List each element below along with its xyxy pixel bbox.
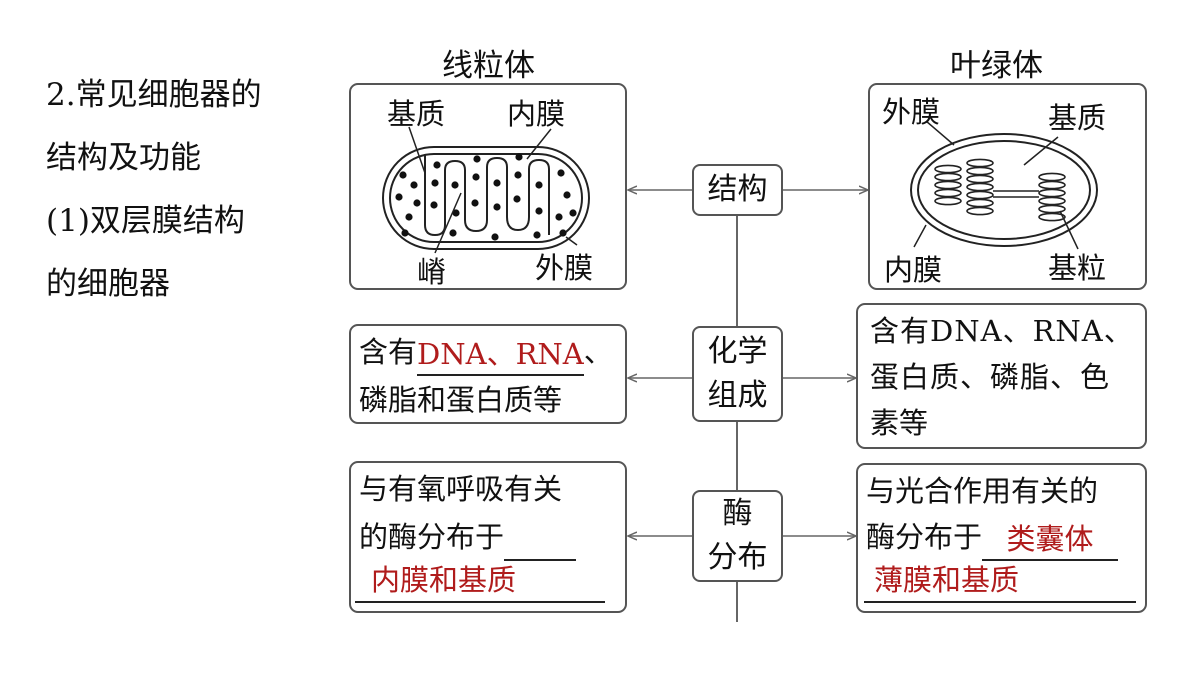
chloro-composition-line2: 蛋白质、磷脂、色: [870, 360, 1111, 394]
mitochondria-diagram: [382, 126, 590, 254]
heading-line-2: 结构及功能: [46, 140, 201, 176]
mitochondria-title: 线粒体: [442, 48, 535, 84]
chloroplast-title: 叶绿体: [950, 48, 1043, 84]
chloroplast-box: 外膜 基质 内膜 基粒: [868, 83, 1147, 290]
mito-enzyme-answer-line: 内膜和基质: [355, 559, 605, 603]
section-heading: 2.常见细胞器的 结构及功能 (1)双层膜结构 的细胞器: [46, 64, 306, 316]
mito-composition-line2: 磷脂和蛋白质等: [359, 383, 563, 417]
chloro-enzyme-answer2: 薄膜和基质: [874, 563, 1020, 597]
center-composition-line1: 化学: [707, 334, 768, 369]
heading-line-4: 的细胞器: [46, 266, 170, 302]
center-enzyme-box: 酶 分布: [692, 490, 783, 582]
center-composition-box: 化学 组成: [692, 326, 783, 422]
mito-label-matrix: 基质: [387, 97, 446, 131]
chloroplast-enzyme-box: 与光合作用有关的 酶分布于类囊体 薄膜和基质: [856, 463, 1147, 613]
mito-enzyme-line1: 与有氧呼吸有关: [359, 472, 563, 506]
mito-label-inner-membrane: 内膜: [507, 97, 566, 131]
heading-line-3: (1)双层膜结构: [46, 203, 245, 239]
mito-enzyme-line2: 的酶分布于: [359, 513, 577, 561]
chloroplast-diagram: [910, 120, 1098, 250]
center-enzyme-line1: 酶: [722, 496, 753, 531]
chloro-enzyme-line2: 酶分布于类囊体: [866, 513, 1119, 561]
mitochondria-composition-box: 含有DNA、RNA、 磷脂和蛋白质等: [349, 324, 627, 424]
chloro-label-stroma: 基质: [1048, 101, 1107, 135]
chloro-label-grana: 基粒: [1048, 251, 1107, 285]
chloro-enzyme-line1: 与光合作用有关的: [866, 474, 1099, 508]
heading-line-1: 2.常见细胞器的: [46, 77, 262, 113]
chloro-composition-line1: 含有DNA、RNA、: [870, 314, 1134, 348]
mito-enzyme-answer: 内膜和基质: [371, 563, 517, 597]
mito-composition-answer: DNA、RNA: [417, 334, 584, 376]
mitochondria-box: 基质 内膜 嵴 外膜: [349, 83, 627, 290]
chloro-composition-line3: 素等: [870, 406, 929, 440]
center-composition-line2: 组成: [707, 378, 768, 413]
chloro-enzyme-answer-line: 薄膜和基质: [864, 559, 1136, 603]
center-structure-label: 结构: [707, 172, 768, 207]
mito-composition-line1: 含有DNA、RNA、: [359, 328, 613, 376]
mito-label-cristae: 嵴: [417, 255, 447, 289]
chloroplast-composition-box: 含有DNA、RNA、 蛋白质、磷脂、色 素等: [856, 303, 1147, 449]
mitochondria-enzyme-box: 与有氧呼吸有关 的酶分布于 内膜和基质: [349, 461, 627, 613]
chloro-enzyme-answer1: 类囊体: [982, 519, 1119, 561]
center-structure-box: 结构: [692, 164, 783, 216]
mito-enzyme-blank: [504, 521, 577, 561]
chloro-label-inner-membrane: 内膜: [884, 253, 943, 287]
center-enzyme-line2: 分布: [707, 540, 768, 575]
chloro-label-outer-membrane: 外膜: [882, 95, 941, 129]
mito-label-outer-membrane: 外膜: [535, 251, 594, 285]
